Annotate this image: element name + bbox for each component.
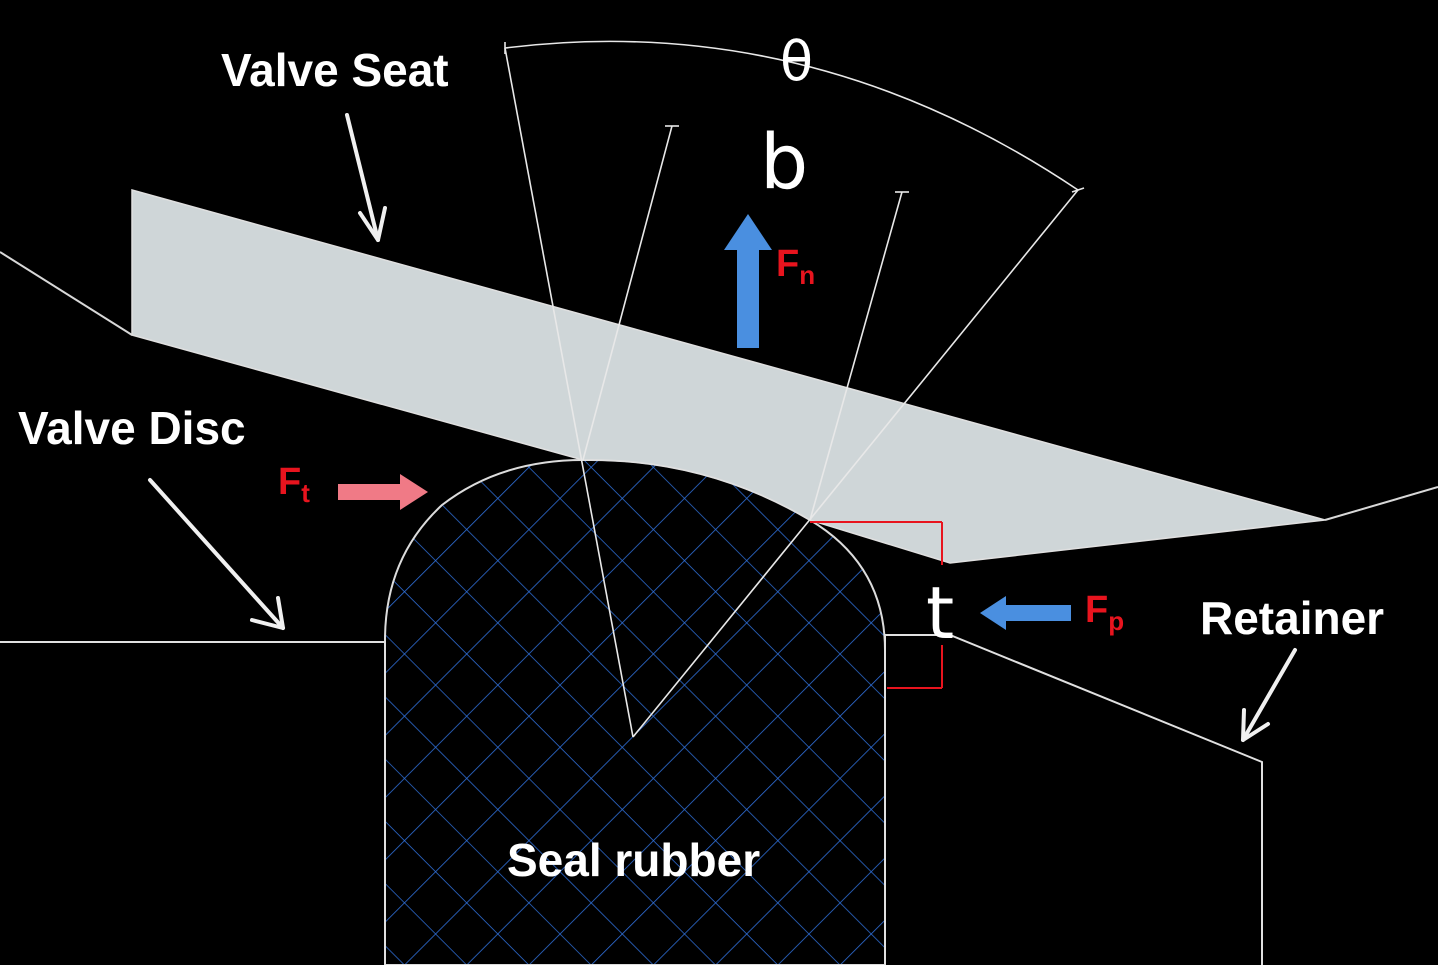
theta-arc bbox=[504, 40, 1079, 191]
valve-seat-arrow bbox=[345, 113, 387, 242]
valve-disc-arrow bbox=[148, 478, 285, 630]
seal-rubber-label: Seal rubber bbox=[507, 834, 760, 886]
theta-ray-right bbox=[632, 189, 1079, 738]
retainer-arrow bbox=[1241, 648, 1297, 742]
seat-contour-left bbox=[0, 251, 133, 336]
force-fp-arrow bbox=[980, 596, 1071, 630]
theta-symbol: θ bbox=[780, 30, 813, 93]
b-symbol: b bbox=[760, 117, 808, 206]
theta-tick-right bbox=[1071, 187, 1085, 193]
theta-ray-left bbox=[504, 47, 634, 738]
force-ft-arrow bbox=[338, 474, 428, 510]
annotation-arrows bbox=[148, 113, 1297, 742]
seat-contour-right bbox=[1324, 486, 1438, 521]
construction-lines bbox=[504, 40, 1085, 738]
b-ray-right bbox=[809, 191, 903, 521]
force-ft-label: Ft bbox=[278, 461, 310, 508]
force-fn-label: Fn bbox=[776, 243, 815, 290]
force-fn-arrow bbox=[724, 214, 772, 348]
thickness-dimension bbox=[810, 521, 943, 689]
retainer-label: Retainer bbox=[1200, 592, 1384, 644]
valve-disc-label: Valve Disc bbox=[18, 402, 246, 454]
retainer-outline bbox=[884, 634, 1263, 965]
valve-seat-label: Valve Seat bbox=[221, 44, 449, 96]
seal-rubber-body bbox=[384, 458, 886, 965]
t-symbol: t bbox=[926, 571, 954, 655]
force-fp-label: Fp bbox=[1085, 589, 1124, 636]
valve-disc-outline bbox=[0, 641, 386, 965]
b-ray-left bbox=[582, 125, 673, 461]
